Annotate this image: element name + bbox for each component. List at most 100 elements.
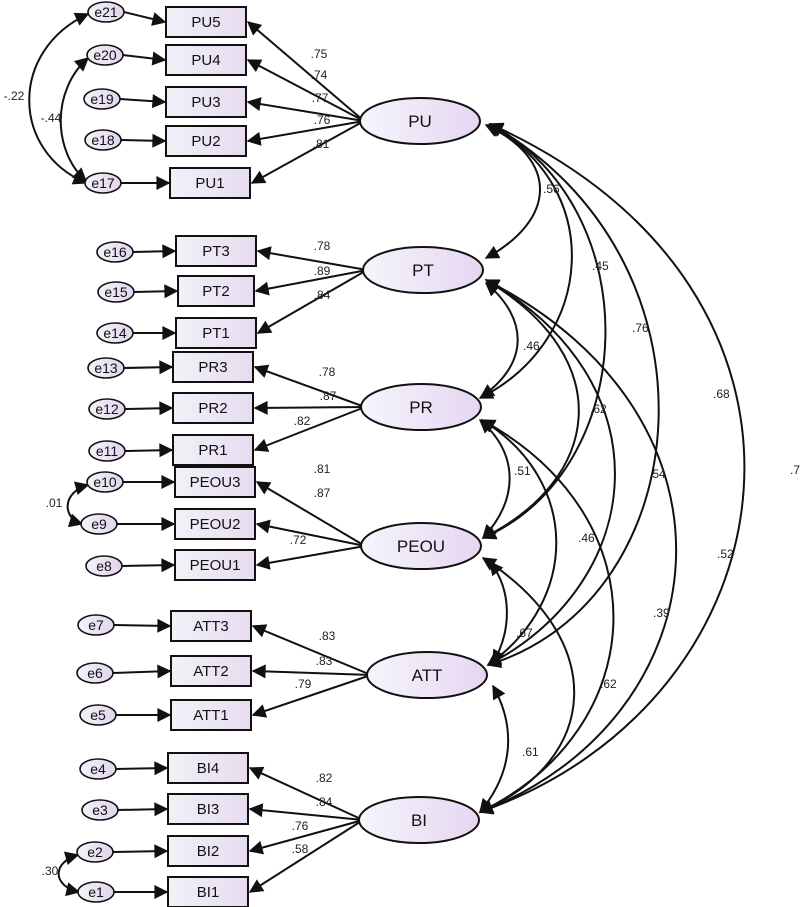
loading-path-pr1	[253, 406, 366, 452]
indicator-box	[167, 835, 249, 867]
indicator-box	[170, 699, 252, 731]
indicator-bi2: BI2	[167, 835, 249, 867]
loading-path-pu2	[246, 120, 365, 146]
indicator-label: ATT2	[193, 663, 229, 680]
loading-path-bi4	[248, 766, 364, 821]
latent-ellipse	[366, 651, 488, 699]
error-label: e9	[91, 516, 107, 532]
indicator-pt3: PT3	[175, 235, 257, 267]
indicator-pr1: PR1	[172, 434, 254, 466]
error-term-e16: e16	[96, 241, 134, 263]
indicator-peou1: PEOU1	[174, 549, 256, 581]
error-covariance-e10-e9	[66, 481, 90, 528]
error-path-e4	[115, 761, 169, 776]
correlation-value-pr-bi: .39	[653, 606, 670, 620]
error-term-e3: e3	[81, 799, 119, 821]
latent-label: PT	[412, 261, 434, 280]
loading-value-pt3: .78	[314, 239, 331, 253]
error-term-e6: e6	[76, 662, 114, 684]
error-term-e14: e14	[96, 322, 134, 344]
correlation-value-pu-bi: .75	[790, 463, 800, 477]
error-label: e2	[87, 844, 103, 860]
error-term-e13: e13	[87, 357, 125, 379]
indicator-box	[165, 86, 247, 118]
error-term-e2: e2	[76, 841, 114, 863]
latent-factor-pt: PT	[362, 246, 484, 294]
indicator-bi1: BI1	[167, 876, 249, 907]
correlation-value-pu-peou: .76	[632, 321, 649, 335]
correlation-pt-pr	[479, 282, 519, 398]
loading-value-peou2: .87	[314, 486, 331, 500]
path-layer	[112, 11, 372, 899]
error-covariance-value-e21-e17: -.22	[4, 89, 25, 103]
error-ellipse	[77, 614, 115, 636]
error-label: e18	[91, 132, 115, 148]
error-path-e15	[133, 284, 179, 299]
indicator-pr2: PR2	[172, 392, 254, 424]
indicator-label: PT3	[202, 243, 230, 260]
error-path-e12	[124, 401, 174, 416]
loading-value-pu3: .77	[312, 91, 329, 105]
correlation-value-pt-peou: .62	[590, 402, 607, 416]
loading-value-att1: .79	[295, 677, 312, 691]
error-term-e9: e9	[80, 513, 118, 535]
indicator-box	[165, 125, 247, 157]
error-ellipse	[96, 322, 134, 344]
indicator-bi4: BI4	[167, 752, 249, 784]
error-term-e12: e12	[88, 398, 126, 420]
error-label: e10	[93, 474, 117, 490]
indicator-pu3: PU3	[165, 86, 247, 118]
error-term-e19: e19	[83, 88, 121, 110]
indicator-label: BI1	[197, 884, 220, 901]
loading-path-pu3	[246, 97, 365, 122]
indicator-label: PU4	[191, 52, 220, 69]
latent-label: BI	[411, 811, 427, 830]
coefficient-layer: .56.45.76.68.75.46.62.54.52.51.46.39.67.…	[4, 47, 800, 878]
error-path-e3	[117, 802, 169, 817]
error-label: e1	[88, 884, 104, 900]
loading-value-pu2: .76	[314, 113, 331, 127]
loading-value-pr1: .82	[294, 414, 311, 428]
error-label: e6	[87, 665, 103, 681]
correlation-value-pt-pr: .46	[523, 339, 540, 353]
error-label: e19	[90, 91, 114, 107]
error-ellipse	[96, 241, 134, 263]
loading-path-att2	[251, 664, 372, 679]
error-label: e11	[96, 443, 119, 459]
correlation-value-pr-peou: .51	[514, 464, 531, 478]
indicator-bi3: BI3	[167, 793, 249, 825]
error-label: e8	[96, 558, 112, 574]
indicator-box	[167, 752, 249, 784]
correlation-value-pt-att: .54	[649, 467, 666, 481]
indicator-box	[175, 317, 257, 349]
loading-path-pu1	[250, 120, 365, 184]
error-term-e15: e15	[97, 281, 135, 303]
error-ellipse	[80, 513, 118, 535]
indicator-att1: ATT1	[170, 699, 252, 731]
error-ellipse	[83, 88, 121, 110]
correlation-value-peou-bi: .62	[600, 677, 617, 691]
indicator-box	[172, 351, 254, 383]
indicator-att3: ATT3	[170, 610, 252, 642]
loading-path-pt1	[256, 269, 368, 334]
error-term-e17: e17	[84, 172, 122, 194]
error-ellipse	[88, 398, 126, 420]
loading-value-pt1: .84	[314, 288, 331, 302]
error-ellipse	[88, 440, 126, 462]
error-ellipse	[76, 841, 114, 863]
correlation-pu-att	[486, 123, 660, 668]
indicator-label: PR2	[198, 400, 227, 417]
error-path-e6	[112, 664, 172, 679]
error-label: e12	[95, 401, 119, 417]
indicator-box	[167, 876, 249, 907]
error-label: e7	[88, 617, 104, 633]
error-ellipse	[87, 357, 125, 379]
correlation-value-pu-att: .68	[713, 387, 730, 401]
error-path-e21	[123, 11, 167, 26]
error-path-e18	[120, 133, 167, 148]
error-term-e5: e5	[79, 704, 117, 726]
correlation-peou-att	[489, 560, 508, 665]
correlation-pu-pr	[478, 124, 573, 399]
loading-value-bi4: .82	[316, 771, 333, 785]
error-ellipse	[85, 555, 123, 577]
